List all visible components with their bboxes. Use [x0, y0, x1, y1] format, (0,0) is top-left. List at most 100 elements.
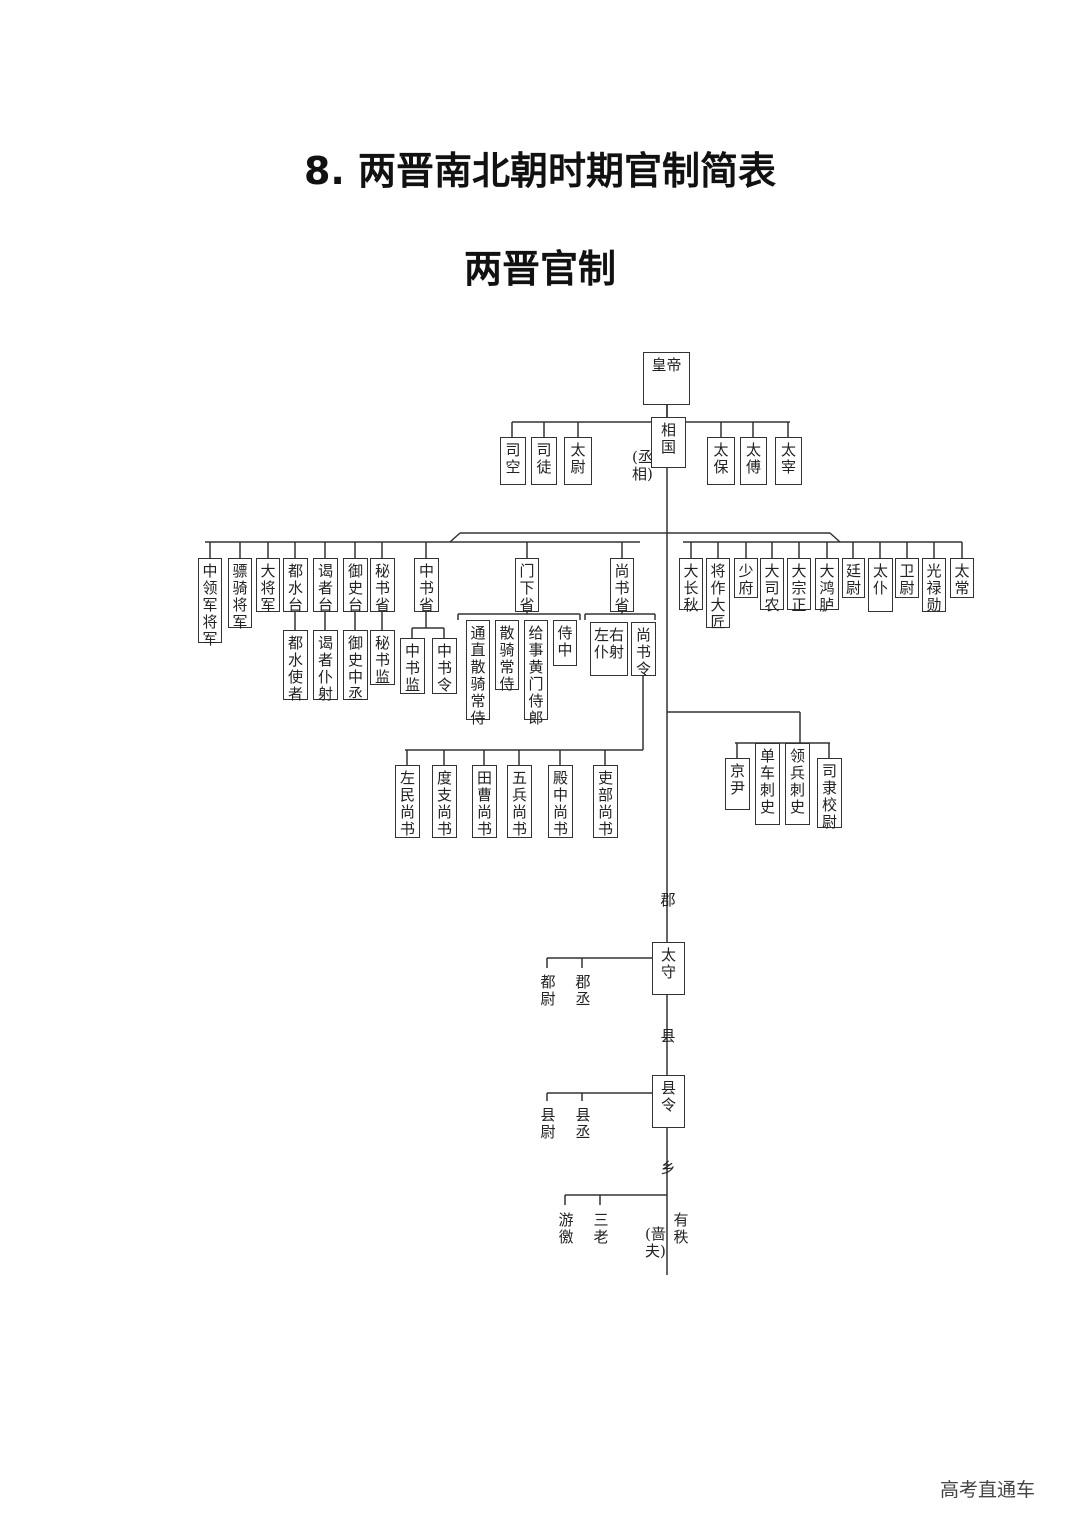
- org-node-juncheng: 郡丞: [572, 970, 594, 1016]
- org-node-label: 郡丞: [575, 973, 591, 1008]
- org-node-xian: 县: [658, 1024, 678, 1046]
- org-node-label: 秘书监: [374, 634, 390, 686]
- org-node-danche: 单车刺史: [755, 743, 780, 825]
- org-node-sefu: (啬夫): [642, 1222, 666, 1284]
- page-title: 8. 两晋南北朝时期官制简表: [303, 149, 777, 193]
- org-node-label: 谒者仆射: [317, 634, 333, 703]
- org-node-label: 太常: [954, 562, 970, 597]
- org-node-piaoqi: 骠骑将军: [228, 558, 252, 631]
- org-node-label: 县: [660, 1027, 676, 1045]
- org-node-label: 卫尉: [899, 562, 915, 597]
- org-node-guanglu: 光禄勋: [922, 558, 946, 614]
- org-node-taifu: 太傅: [740, 437, 767, 485]
- org-node-zhonglingjun: 中领军将军: [198, 558, 222, 648]
- org-node-taishou: 太守: [652, 942, 685, 995]
- org-node-label: 左右仆射: [593, 626, 624, 661]
- org-node-label: 御史中丞: [347, 634, 363, 703]
- org-node-taiwei: 太尉: [564, 437, 592, 485]
- org-node-dushuitai: 都水台: [283, 558, 308, 614]
- org-node-label: 都尉: [540, 973, 556, 1008]
- org-node-mishusheng: 秘书省: [370, 558, 395, 614]
- org-node-label: 太守: [660, 946, 676, 981]
- org-node-label: 太仆: [872, 562, 888, 597]
- org-node-sili: 司隶校尉: [817, 758, 842, 831]
- org-node-label: 门下省: [519, 562, 535, 614]
- org-node-label: 太保: [713, 441, 729, 476]
- org-node-situ: 司徒: [531, 437, 557, 485]
- org-node-label: (啬夫): [645, 1225, 666, 1260]
- org-node-label: 都水台: [287, 562, 303, 614]
- org-node-label: 京尹: [729, 762, 745, 797]
- org-node-label: 廷尉: [845, 562, 861, 597]
- org-node-label: 给事黄门侍郎: [528, 624, 544, 727]
- org-node-label: 乡: [660, 1159, 676, 1177]
- org-node-dianzhong: 殿中尚书: [548, 765, 573, 838]
- org-node-label: 御史台: [347, 562, 363, 614]
- org-node-label: 单车刺史: [759, 747, 775, 816]
- org-node-label: 大将军: [260, 562, 276, 614]
- org-node-label: 相国: [660, 421, 676, 456]
- org-node-label: 谒者台: [317, 562, 333, 614]
- org-node-label: 秘书省: [374, 562, 390, 614]
- org-node-label: 度支尚书: [436, 769, 452, 838]
- org-node-yushizhongcheng: 御史中丞: [343, 630, 368, 703]
- org-node-label: 三老: [593, 1211, 609, 1246]
- org-node-label: 都水使者: [287, 634, 303, 703]
- org-node-label: 郡: [660, 891, 676, 909]
- org-node-label: 中领军将军: [202, 562, 218, 648]
- org-node-label: 大司农: [764, 562, 780, 614]
- org-node-label: 光禄勋: [926, 562, 942, 614]
- org-node-youzhi: 有秩: [670, 1208, 692, 1252]
- org-node-zuomin: 左民尚书: [395, 765, 420, 838]
- org-node-jun: 郡: [658, 888, 678, 910]
- org-node-label: 大长秋: [683, 562, 699, 614]
- org-node-taichang: 太常: [950, 558, 974, 598]
- org-node-label: 大鸿胪: [819, 562, 835, 614]
- watermark: 高考直通车: [940, 1479, 1036, 1501]
- org-node-label: 尚书令: [635, 626, 651, 678]
- org-node-label: 散骑常侍: [499, 624, 515, 693]
- org-node-label: 通直散骑常侍: [470, 624, 486, 727]
- connector-line: [829, 532, 841, 543]
- org-node-label: 皇帝: [651, 356, 682, 374]
- org-node-yezhetai: 谒者台: [313, 558, 338, 614]
- org-node-label: 司徒: [536, 441, 552, 476]
- org-node-dazongzheng: 大宗正: [787, 558, 811, 614]
- org-node-menxiasheng: 门下省: [515, 558, 539, 614]
- org-node-label: 尚书省: [614, 562, 630, 614]
- org-node-shangshusheng: 尚书省: [610, 558, 634, 614]
- org-node-mishujian: 秘书监: [370, 630, 395, 686]
- org-node-label: 中书令: [436, 642, 452, 694]
- connector-line: [449, 532, 461, 543]
- org-node-yezhepuye: 谒者仆射: [313, 630, 338, 703]
- org-node-label: 县尉: [540, 1106, 556, 1141]
- org-node-lingbing: 领兵刺史: [785, 743, 810, 825]
- org-node-label: 太宰: [780, 441, 796, 476]
- org-node-youjiao: 游徼: [555, 1208, 577, 1254]
- org-node-dajiangjun: 大将军: [256, 558, 280, 614]
- org-node-label: 骠骑将军: [232, 562, 248, 631]
- org-node-puye: 左右仆射: [590, 622, 628, 676]
- org-node-yushitai: 御史台: [343, 558, 368, 614]
- org-node-sikong: 司空: [500, 437, 526, 485]
- org-node-label: 领兵刺史: [789, 747, 805, 816]
- org-node-sanqi: 散骑常侍: [495, 620, 519, 693]
- org-node-weiwei: 卫尉: [895, 558, 919, 598]
- org-node-jishi: 给事黄门侍郎: [524, 620, 548, 727]
- org-node-xiang: 乡: [658, 1156, 678, 1178]
- org-node-tingwei: 廷尉: [842, 558, 865, 598]
- org-node-label: 田曹尚书: [476, 769, 492, 838]
- org-node-xianling: 县令: [652, 1075, 685, 1128]
- org-node-duwei: 都尉: [537, 970, 559, 1016]
- org-node-label: 司隶校尉: [821, 762, 837, 831]
- org-node-label: 有秩: [673, 1211, 689, 1246]
- org-node-zhongshujian: 中书监: [400, 638, 425, 694]
- org-node-label: 县令: [660, 1079, 676, 1114]
- org-node-label: 县丞: [575, 1106, 591, 1141]
- org-node-label: 司空: [505, 441, 521, 476]
- org-node-tiancao: 田曹尚书: [472, 765, 497, 838]
- org-node-label: 将作大匠: [710, 562, 726, 631]
- org-node-label: 殿中尚书: [552, 769, 568, 838]
